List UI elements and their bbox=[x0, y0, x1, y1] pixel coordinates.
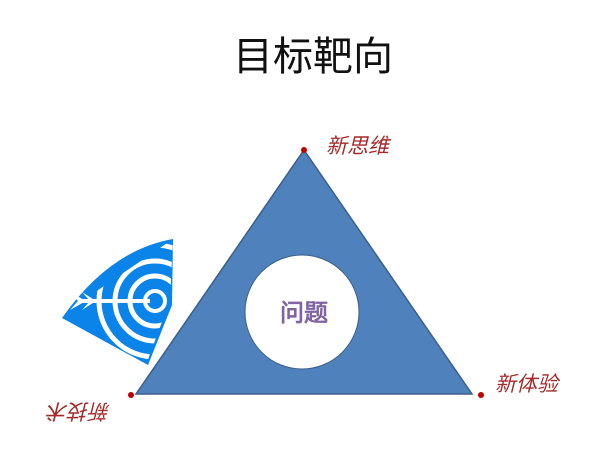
vertex-label-top: 新思维 bbox=[326, 134, 392, 158]
vertex-label-left: 新技术 bbox=[46, 399, 111, 423]
vertex-dot-top bbox=[301, 147, 307, 153]
bullseye-arrow-icon bbox=[62, 239, 173, 365]
center-circle bbox=[244, 254, 360, 370]
page-title: 目标靶向 bbox=[233, 34, 393, 80]
vertex-label-right: 新体验 bbox=[495, 372, 561, 396]
center-label: 问题 bbox=[280, 299, 328, 327]
vertex-dot-right bbox=[478, 392, 484, 398]
vertex-dot-left bbox=[128, 392, 134, 398]
